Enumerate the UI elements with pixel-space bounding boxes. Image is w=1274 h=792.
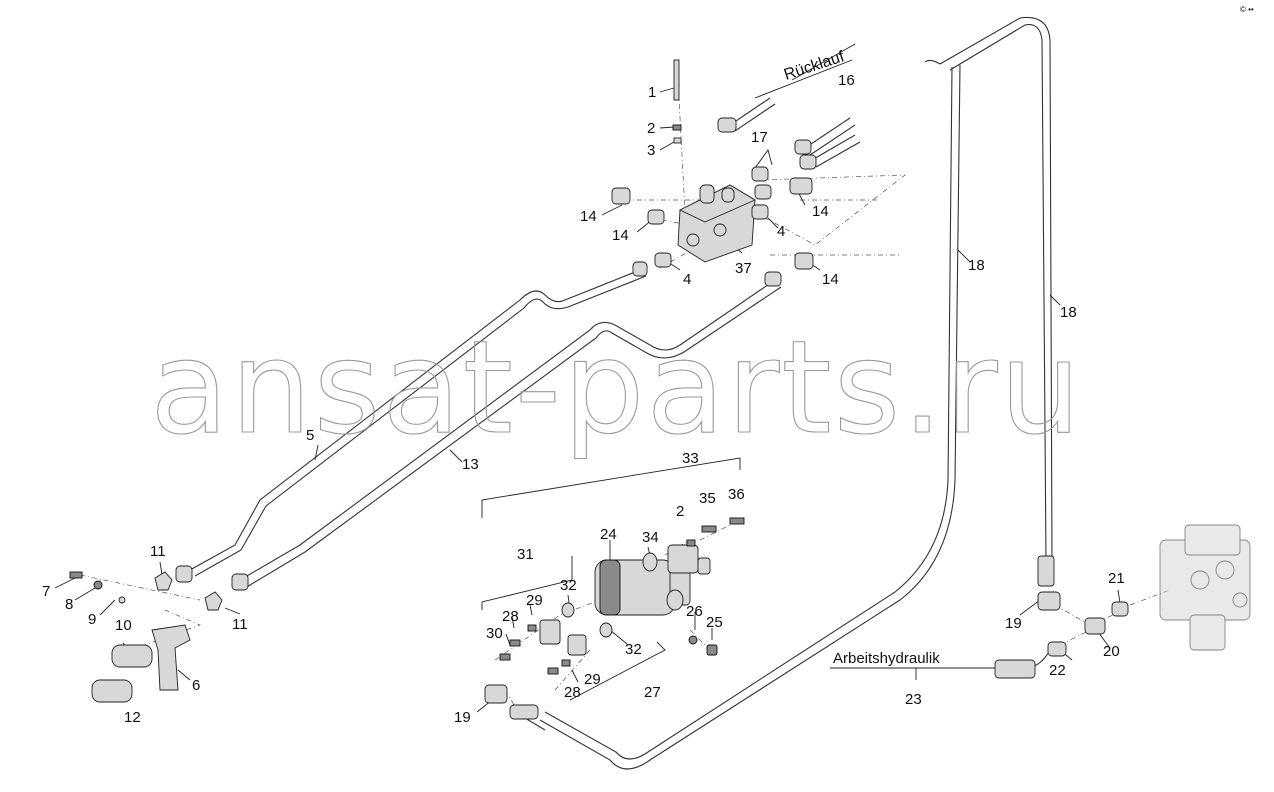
hose-end-23 bbox=[994, 659, 1036, 679]
fitting-18 bbox=[1037, 555, 1055, 587]
coupling-10 bbox=[111, 644, 153, 668]
callout: 33 bbox=[682, 450, 699, 467]
callout-numbers: 1 2 3 4 4 5 6 7 8 9 10 11 11 12 13 14 14… bbox=[42, 72, 1125, 726]
callout: 7 bbox=[42, 583, 50, 600]
callout: 5 bbox=[306, 427, 314, 444]
callout: 31 bbox=[517, 546, 534, 563]
flange-33 bbox=[667, 544, 699, 574]
watermark: ansat-parts.ru bbox=[150, 314, 1083, 463]
callout: 4 bbox=[683, 271, 691, 288]
bolt-1 bbox=[673, 59, 680, 101]
components bbox=[69, 59, 1251, 720]
callout: 26 bbox=[686, 603, 703, 620]
corner-mark: © •• bbox=[1240, 5, 1254, 14]
callout: 19 bbox=[1005, 615, 1022, 632]
hose-18-right bbox=[949, 24, 1047, 561]
callout: 35 bbox=[699, 490, 716, 507]
callout: 24 bbox=[600, 526, 617, 543]
callout: 4 bbox=[777, 223, 785, 240]
nut-11a bbox=[154, 571, 173, 591]
callout: 14 bbox=[822, 271, 839, 288]
callout: 14 bbox=[580, 208, 597, 225]
callout: 30 bbox=[486, 625, 503, 642]
callout: 36 bbox=[728, 486, 745, 503]
fitting-22 bbox=[1047, 641, 1067, 657]
nut-11b bbox=[204, 591, 223, 611]
callout: 37 bbox=[735, 260, 752, 277]
callout: 25 bbox=[706, 614, 723, 631]
fitting-20 bbox=[1084, 617, 1106, 635]
fitting-21 bbox=[1111, 601, 1129, 617]
callout: 1 bbox=[648, 84, 656, 101]
callout: 14 bbox=[812, 203, 829, 220]
callout: 28 bbox=[564, 684, 581, 701]
callout: 11 bbox=[150, 543, 166, 560]
callout: 28 bbox=[502, 608, 519, 625]
callout: 18 bbox=[968, 257, 985, 274]
callout: 10 bbox=[115, 617, 132, 634]
bracket-6 bbox=[151, 624, 191, 691]
flange-31 bbox=[539, 619, 561, 645]
callout: 11 bbox=[232, 616, 248, 633]
callout: 29 bbox=[584, 671, 601, 688]
callout: 21 bbox=[1108, 570, 1125, 587]
elbow-19 bbox=[1037, 591, 1061, 611]
coupling-12 bbox=[91, 679, 133, 703]
callout: 13 bbox=[462, 456, 479, 473]
callout: 22 bbox=[1049, 662, 1066, 679]
pipe-5 bbox=[189, 269, 641, 571]
callout: 8 bbox=[65, 596, 73, 613]
pipe-13 bbox=[239, 279, 776, 581]
hose-lines bbox=[189, 16, 1053, 770]
callout: 12 bbox=[124, 709, 141, 726]
callout: 14 bbox=[612, 227, 629, 244]
valve-block-37 bbox=[677, 184, 756, 263]
callout: 16 bbox=[838, 72, 855, 89]
fittings-valve bbox=[611, 117, 817, 287]
callout: 18 bbox=[1060, 304, 1077, 321]
callout: 9 bbox=[88, 611, 96, 628]
callout: 29 bbox=[526, 592, 543, 609]
control-valve-assembly bbox=[1159, 524, 1251, 651]
callout: 32 bbox=[560, 577, 577, 594]
hose-18-left bbox=[539, 64, 961, 770]
elbow-19-bottom bbox=[484, 684, 508, 704]
label-work-hydraulics: Arbeitshydraulik bbox=[833, 650, 940, 667]
flange-27 bbox=[567, 634, 587, 656]
callout: 23 bbox=[905, 691, 922, 708]
callout: 6 bbox=[192, 677, 200, 694]
callout: 17 bbox=[751, 129, 768, 146]
callout: 2 bbox=[647, 120, 655, 137]
callout: 32 bbox=[625, 641, 642, 658]
callout: 34 bbox=[642, 529, 659, 546]
callout: 19 bbox=[454, 709, 471, 726]
callout: 3 bbox=[647, 142, 655, 159]
callout: 2 bbox=[676, 503, 684, 520]
callout: 27 bbox=[644, 684, 661, 701]
pump-24 bbox=[594, 559, 691, 616]
callout: 20 bbox=[1103, 643, 1120, 660]
